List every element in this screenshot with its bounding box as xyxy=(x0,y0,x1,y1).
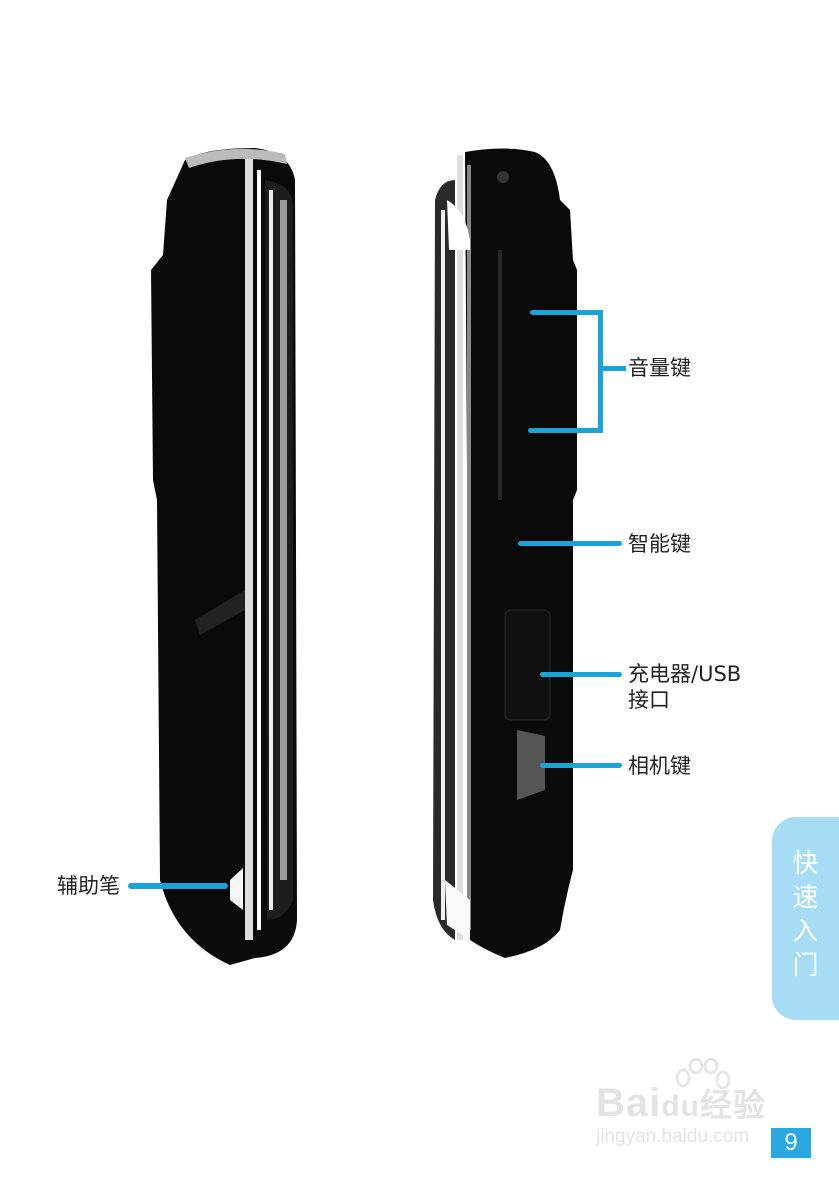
usb-port-label-line1: 充电器/USB xyxy=(628,662,742,686)
section-tab-quick-start: 快 速 入 门 xyxy=(772,817,839,1020)
paw-icon xyxy=(675,1058,731,1090)
camera-key-callout-line xyxy=(540,763,622,768)
section-tab-char: 速 xyxy=(792,883,819,913)
usb-port-callout-line xyxy=(540,672,622,677)
volume-bracket-vertical xyxy=(598,310,603,433)
usb-port-label: 充电器/USB 接口 xyxy=(628,661,741,713)
section-tab-char: 入 xyxy=(792,917,819,947)
watermark-brand: Bai xyxy=(596,1081,662,1125)
watermark-url: jingyan.baidu.com xyxy=(596,1126,750,1147)
smart-key-label: 智能键 xyxy=(628,532,691,556)
volume-bracket-stem xyxy=(598,366,626,371)
volume-up-callout-line xyxy=(530,310,602,315)
section-tab-char: 快 xyxy=(792,849,819,879)
smart-key-callout-line xyxy=(518,541,622,546)
volume-down-callout-line xyxy=(528,428,602,433)
baidu-watermark: Baidu经验 jingyan.baidu.com xyxy=(596,1058,766,1147)
right-phone-side-view xyxy=(433,148,577,958)
volume-key-label: 音量键 xyxy=(628,356,691,380)
stylus-callout-line xyxy=(128,883,228,889)
page-number: 9 xyxy=(771,1128,811,1158)
watermark-brand-cn: 经验 xyxy=(699,1087,766,1123)
camera-key-label: 相机键 xyxy=(628,754,691,778)
watermark-brand-du: du xyxy=(661,1090,700,1123)
left-phone-side-view xyxy=(151,148,297,965)
stylus-label: 辅助笔 xyxy=(57,874,120,898)
usb-port-label-line2: 接口 xyxy=(628,688,670,712)
section-tab-char: 门 xyxy=(792,951,819,981)
